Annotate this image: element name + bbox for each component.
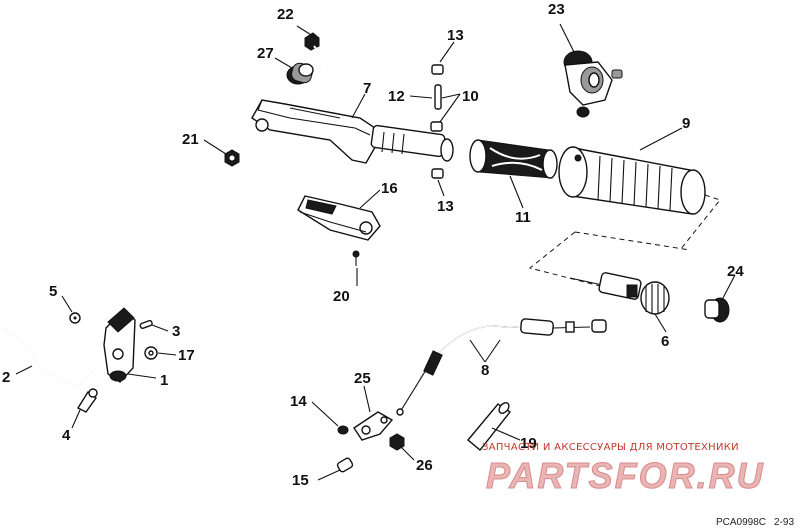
part-15-clip: [336, 457, 354, 473]
part-5-e-clip: [69, 312, 81, 324]
part-21-nut: [224, 149, 240, 167]
callout-15: 15: [292, 472, 309, 489]
callout-21: 21: [182, 131, 199, 148]
part-9-grip: [558, 146, 706, 215]
part-7-tiller-arm: [251, 99, 454, 164]
part-3-pin: [139, 319, 153, 330]
callout-17: 17: [178, 347, 195, 364]
part-10-lower-cap: [430, 121, 443, 132]
callout-20: 20: [333, 288, 350, 305]
callout-14: 14: [290, 393, 307, 410]
callout-13-top: 13: [447, 27, 464, 44]
part-14-washer: [337, 425, 349, 435]
callout-labels: 1 2 3 4 5 6 7 8 9 10 11 12 13 13 14 15 1…: [2, 1, 744, 489]
callout-11: 11: [515, 209, 531, 226]
part-17-washer: [144, 346, 158, 360]
part-20-screw: [352, 250, 360, 266]
callout-25: 25: [354, 370, 371, 387]
leader-lines: [15, 23, 736, 481]
callout-4: 4: [62, 427, 71, 444]
part-23-friction-housing: [563, 50, 623, 118]
callout-12: 12: [388, 88, 405, 105]
reference-code-text: PCA0998C: [716, 517, 766, 528]
callout-2: 2: [2, 369, 10, 386]
reference-date-text: 2-93: [774, 517, 794, 528]
callout-1: 1: [160, 372, 168, 389]
callout-8: 8: [481, 362, 489, 379]
part-22-bolt: [304, 32, 329, 65]
part-16-bracket: [297, 195, 381, 241]
part-13-cap-bottom: [431, 168, 444, 179]
alignment-dashes: [528, 194, 721, 287]
callout-24: 24: [727, 263, 744, 280]
callout-27: 27: [257, 45, 274, 62]
callout-5: 5: [49, 283, 57, 300]
part-25-link-bracket: [353, 411, 394, 441]
callout-16: 16: [381, 180, 398, 197]
watermark-logo: PARTSFOR.RU: [486, 455, 765, 496]
callout-9: 9: [682, 115, 690, 132]
callout-3: 3: [172, 323, 180, 340]
part-1-lever: [103, 307, 136, 383]
callout-23: 23: [548, 1, 565, 18]
callout-6: 6: [661, 333, 669, 350]
part-8-throttle-cable: [396, 318, 607, 416]
callout-7: 7: [363, 80, 371, 97]
part-4-ball-joint: [76, 388, 98, 413]
part-10-pin: [434, 84, 442, 110]
part-6-throttle-cam: [569, 272, 670, 315]
callout-13-bottom: 13: [437, 198, 454, 215]
part-2-rod: [4, 329, 93, 389]
watermark: ЗАПЧАСТИ И АКСЕССУАРЫ ДЛЯ МОТОТЕХНИКИ PA…: [482, 442, 765, 497]
callout-19: 19: [520, 435, 537, 452]
reference-code: PCA0998C 2-93: [716, 517, 794, 528]
part-27-bushing: [286, 62, 314, 85]
callout-26: 26: [416, 457, 433, 474]
part-19-sleeve: [467, 402, 512, 451]
watermark-tagline: ЗАПЧАСТИ И АКСЕССУАРЫ ДЛЯ МОТОТЕХНИКИ: [482, 442, 739, 453]
callout-22: 22: [277, 6, 294, 23]
part-24-plug: [704, 297, 730, 323]
part-13-cap-top: [431, 64, 444, 75]
part-11-throttle-tube: [469, 139, 558, 179]
callout-10: 10: [462, 88, 479, 105]
